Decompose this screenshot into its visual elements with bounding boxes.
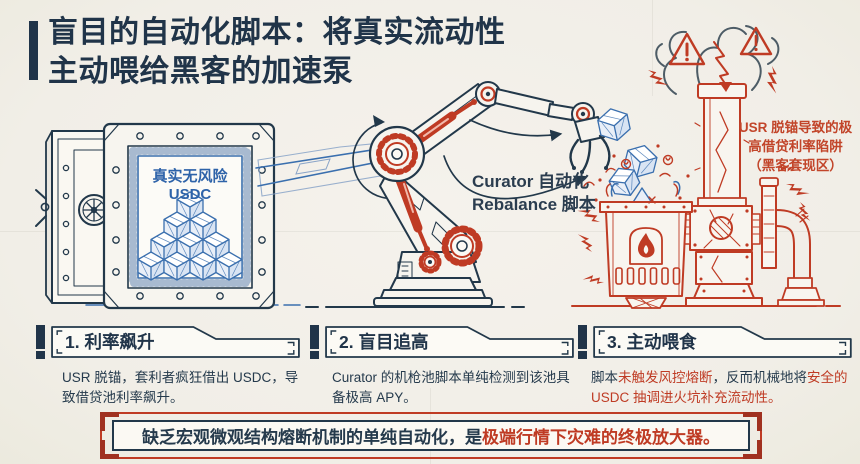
- firebox: [600, 182, 692, 308]
- vault-illustration: [36, 124, 300, 308]
- step-2-body: Curator 的机枪池脚本单纯检测到该池具备极高 APY。: [332, 370, 570, 405]
- step-2-header: 2. 盲目追高: [310, 325, 576, 359]
- trap-label-line3: （黑客套现区）: [748, 158, 843, 173]
- exhaust-pipe: [760, 178, 824, 306]
- vault-handle: [36, 190, 46, 226]
- flame-icon: [637, 233, 655, 258]
- step-3-title: 3. 主动喂食: [607, 331, 697, 352]
- conclusion-banner: 缺乏宏观微观结构熔断机制的单纯自动化，是极端行情下灾难的终极放大器。: [100, 412, 762, 459]
- step-3: 3. 主动喂食 脚本未触发风控熔断，反而机械地将安全的 USDC 抽调进火坑补充…: [578, 325, 854, 408]
- step-3-header: 3. 主动喂食: [578, 325, 854, 359]
- step-3-accent-bar: [578, 325, 587, 359]
- robot-base: [306, 278, 524, 307]
- paper-crease-vertical-top: [652, 0, 653, 96]
- warning-triangle-icon: [670, 28, 771, 64]
- furnace-tower: [682, 206, 762, 306]
- vault-door-bolts: [63, 165, 68, 280]
- page-title-line1: 盲目的自动化脚本：将真实流动性: [48, 16, 506, 49]
- sparks-debris: [584, 144, 690, 203]
- trap-label: USR 脱锚导致的极 高借贷利率陷阱 （黑客套现区）: [731, 118, 860, 175]
- shoulder-joint: [370, 127, 424, 181]
- step-3-title-box: 3. 主动喂食: [592, 325, 854, 359]
- step-box-frame: [50, 325, 302, 359]
- title-accent-bar: [29, 21, 38, 80]
- step-3-body: 脚本未触发风控熔断，反而机械地将安全的 USDC 抽调进火坑补充流动性。: [591, 370, 848, 405]
- step-1-body: USR 脱锚，套利者疯狂借出 USDC，导致借贷池利率飙升。: [62, 370, 299, 405]
- page-title: 盲目的自动化脚本：将真实流动性 主动喂给黑客的加速泵: [48, 13, 506, 91]
- trap-label-line2: 高借贷利率陷阱: [748, 139, 843, 154]
- step-1-header: 1. 利率飙升: [36, 325, 302, 359]
- vault-bolts: [113, 133, 265, 299]
- step-1-title-box: 1. 利率飙升: [50, 325, 302, 359]
- banner-corner-icon: [100, 412, 119, 431]
- robot-claw: [571, 136, 610, 174]
- step-1-title: 1. 利率飙升: [65, 331, 155, 352]
- curator-label-line2: Rebalance 脚本: [472, 195, 596, 214]
- robot-arm-illustration: [306, 82, 609, 307]
- step-box-frame: [592, 325, 854, 359]
- step-2: 2. 盲目追高 Curator 的机枪池脚本单纯检测到该池具备极高 APY。: [310, 325, 576, 408]
- furnace-illustration: [572, 26, 840, 308]
- step-1: 1. 利率飙升 USR 脱锚，套利者疯狂借出 USDC，导致借贷池利率飙升。: [36, 325, 302, 408]
- lightning-arrow-icon: [714, 42, 732, 92]
- curator-label: Curator 自动化 Rebalance 脚本: [472, 170, 642, 216]
- conclusion-text: 缺乏宏观微观结构熔断机制的单纯自动化，是极端行情下灾难的终极放大器。: [112, 420, 750, 451]
- curve-arrow-icon: [470, 120, 563, 142]
- banner-corner-icon: [743, 412, 762, 431]
- banner-corner-icon: [100, 440, 119, 459]
- firebox-vents: [616, 268, 680, 284]
- curator-label-line1: Curator 自动化: [472, 172, 590, 191]
- curve-arrow-icon-2: [444, 156, 587, 199]
- step-2-accent-bar: [310, 325, 319, 359]
- page-title-line2: 主动喂给黑客的加速泵: [48, 55, 353, 88]
- banner-corner-icon: [743, 440, 762, 459]
- hydraulic-cylinder-upper: [415, 99, 477, 144]
- step-2-title: 2. 盲目追高: [339, 331, 429, 352]
- gear-icon: [421, 229, 479, 271]
- step-1-accent-bar: [36, 325, 45, 359]
- step-box-frame: [324, 325, 576, 359]
- vault-label: 真实无风险 USDC: [152, 168, 228, 203]
- trap-label-line1: USR 脱锚导致的极: [738, 120, 853, 135]
- step-2-title-box: 2. 盲目追高: [324, 325, 576, 359]
- rotation-arrow-icon: [353, 115, 402, 198]
